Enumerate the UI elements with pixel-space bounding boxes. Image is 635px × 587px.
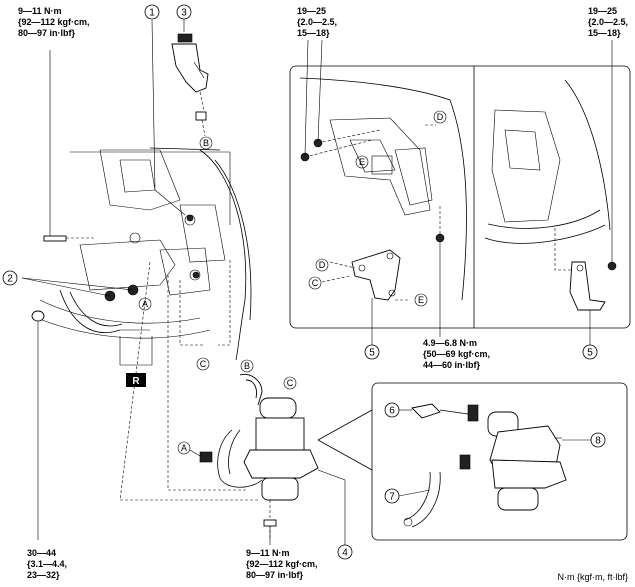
torque-line: 23—32} <box>27 570 60 580</box>
bolt-top-left <box>43 50 95 242</box>
marker-letter: B <box>244 361 250 371</box>
inset-right-body <box>484 79 617 271</box>
torque-inset-right: 19—25 {2.0—2.5, 15—18} <box>588 6 628 262</box>
marker-letter: C <box>200 359 207 369</box>
torque-bottom-left: 30—44 {3.1—4.4, 23—32} <box>27 548 67 580</box>
callout-5-right: 5 <box>582 344 598 360</box>
torque-line: {92—112 kgf·cm, <box>18 17 90 27</box>
r-mark-box <box>126 373 146 387</box>
callout-5-left: 5 <box>364 344 380 360</box>
callout-1: 1 <box>144 4 160 20</box>
torque-bottom-center: 9—11 N·m {92—112 kgf·cm, 80—97 in·lbf} <box>246 548 318 580</box>
marker-d-inset-upper: D <box>433 110 447 124</box>
marker-letter: D <box>437 112 444 122</box>
marker-letter: C <box>312 278 319 288</box>
torque-line: 19—25 <box>588 6 617 16</box>
callout-4: 4 <box>337 544 353 560</box>
callout-number: 4 <box>342 548 348 559</box>
marker-letter: D <box>319 260 326 270</box>
marker-letter: C <box>287 378 294 388</box>
torque-line: 44—60 in·lbf} <box>423 360 481 370</box>
torque-line: {92—112 kgf·cm, <box>246 559 318 569</box>
engine-bay-sketch <box>39 147 252 361</box>
marker-c-lower: C <box>283 376 297 390</box>
torque-line: 4.9—6.8 N·m <box>423 338 477 348</box>
callout-number: 7 <box>389 492 395 503</box>
marker-e-inset-lower: E <box>414 293 428 307</box>
torque-line: {2.0—2.5, <box>297 17 337 27</box>
inset-frame <box>289 65 631 329</box>
marker-letter: A <box>142 299 148 309</box>
torque-line: 15—18} <box>588 28 621 38</box>
torque-line: 9—11 N·m <box>246 548 290 558</box>
callout-number: 5 <box>369 348 375 359</box>
bracket-5-right <box>569 261 606 345</box>
hose-lines <box>21 277 153 366</box>
callout-number: 1 <box>149 8 155 19</box>
r-mark: R <box>132 376 140 387</box>
bracket-5-left <box>321 249 408 345</box>
marker-c-inset: C <box>308 276 322 290</box>
bolt-bottom-left <box>31 310 45 540</box>
torque-line: 9—11 N·m <box>18 6 62 16</box>
marker-letter: B <box>203 138 209 148</box>
torque-line: 15—18} <box>297 28 330 38</box>
callout-number: 8 <box>595 436 601 447</box>
torque-line: 30—44 <box>27 548 56 558</box>
callout-number: 2 <box>7 274 13 285</box>
reservoir-part-3 <box>171 33 209 137</box>
marker-letter: E <box>418 295 424 305</box>
marker-letter: A <box>181 443 187 453</box>
callout-7: 7 <box>384 488 431 504</box>
torque-top-left: 9—11 N·m {92—112 kgf·cm, 80—97 in·lbf} <box>18 6 90 38</box>
torque-line: 19—25 <box>297 6 326 16</box>
callout-6: 6 <box>384 402 412 418</box>
torque-line: {50—69 kgf·cm, <box>423 349 490 359</box>
marker-c-upper: C <box>196 357 210 371</box>
inset-pump-detail <box>371 382 628 541</box>
callout-8: 8 <box>562 432 606 448</box>
callout-number: 5 <box>587 348 593 359</box>
marker-letter: E <box>359 157 365 167</box>
torque-line: 80—97 in·lbf} <box>18 28 76 38</box>
torque-inset-bottom: 4.9—6.8 N·m {50—69 kgf·cm, 44—60 in·lbf} <box>423 242 490 370</box>
callout-number: 3 <box>181 8 187 19</box>
marker-d-inset-lower: D <box>315 258 329 272</box>
marker-b-upper: B <box>199 136 213 150</box>
marker-b-lower: B <box>240 359 254 373</box>
pump-assembly-4 <box>199 373 346 545</box>
callout-number: 6 <box>389 406 395 417</box>
torque-line: {2.0—2.5, <box>588 17 628 27</box>
callout-2: 2 <box>2 270 18 286</box>
torque-inset-left: 19—25 {2.0—2.5, 15—18} <box>297 6 337 156</box>
torque-line: {3.1—4.4, <box>27 559 67 569</box>
marker-a-upper: A <box>138 297 152 311</box>
torque-line: 80—97 in·lbf} <box>246 570 304 580</box>
units-note: N·m {kgf·m, ft·lbf} <box>557 572 628 582</box>
callout-3: 3 <box>176 4 192 32</box>
marker-e-inset-upper: E <box>355 155 369 169</box>
marker-a-lower: A <box>177 441 201 457</box>
